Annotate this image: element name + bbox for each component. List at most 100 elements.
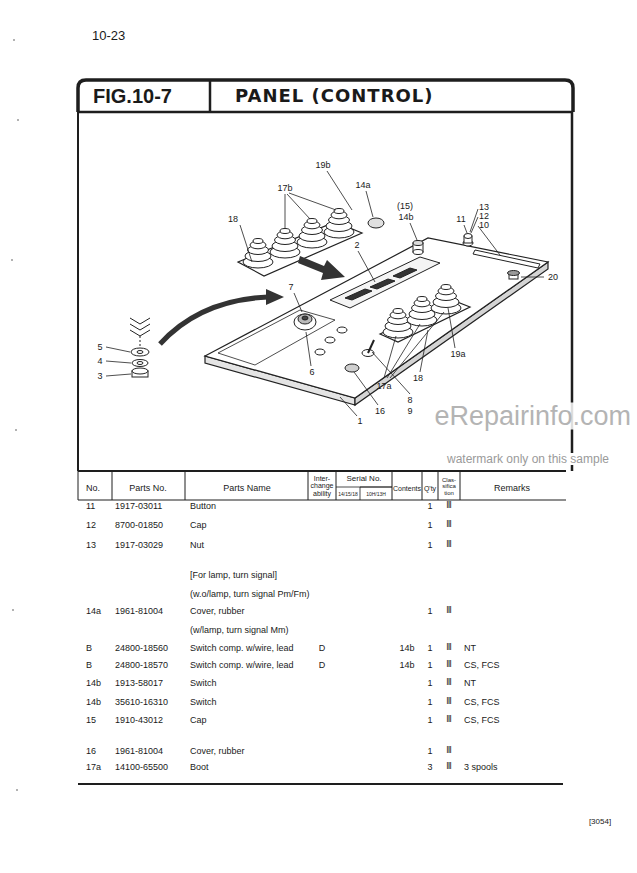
knob [294,314,316,330]
leader-lines [521,277,544,278]
table-cell: 16 [86,747,96,756]
table-cell: Switch comp. w/wire, lead [190,644,294,653]
knob [302,316,308,320]
table-rules [422,471,423,500]
boot-group-17b [243,239,273,269]
washer-stack [137,362,143,365]
table-cell: Cap [190,521,207,530]
callout-number: 12 [479,212,489,221]
knob [294,314,316,330]
table-cell: Cap [190,716,207,725]
leader-lines [289,193,336,210]
table-cell: Cover, rubber [190,607,245,616]
assembly-arrow [160,297,268,344]
column-header: Parts No. [129,484,167,493]
washer-stack [132,368,148,374]
table-cell: 15 [86,716,96,725]
table-cell: 1 [427,541,432,550]
callout-number: 9 [407,407,412,416]
switch-parts [368,218,384,228]
washer-stack [131,348,149,356]
margin-specks [15,429,17,431]
leader-lines [464,225,467,233]
assembly-arrow [298,256,345,280]
callout-number: 1 [357,417,362,426]
panel-indicators [315,327,347,355]
margin-specks [17,119,19,121]
panel-indicators [325,337,335,343]
table-cell: Ⅲ [446,541,452,549]
table-cell: CS, FCS [464,661,500,670]
table-cell: CS, FCS [464,698,500,707]
washer-stack [140,336,141,346]
table-rules [78,500,566,501]
table-cell: B [86,644,92,653]
table-rules [336,471,337,500]
boot-group-17b [270,229,300,259]
callout-number: 20 [548,273,558,282]
leader-lines [106,347,130,352]
table-cell: Ⅲ [446,698,452,706]
leader-lines [387,324,420,378]
toggle-switch [368,340,374,353]
table-cell: Button [190,502,216,511]
callout-number: 4 [97,357,102,366]
table-cell: 1917-03029 [115,541,163,550]
knob [298,314,312,324]
table-cell: 14b [86,679,101,688]
table-cell: 1 [427,747,432,756]
callout-number: 5 [97,343,102,352]
screw [508,271,520,276]
control-panel [205,238,548,405]
table-rules [360,487,361,500]
table-rules [185,471,186,500]
figure-frame [78,111,573,114]
table-cell: 3 spools [464,763,498,772]
table-cell: 13 [86,541,96,550]
table-cell: 1961-81004 [115,607,163,616]
leader-lines [471,217,478,233]
table-cell: 8700-01850 [115,521,163,530]
callout-number: (15) [397,202,413,211]
column-header: Contents [393,485,421,492]
switch-parts [413,250,423,255]
table-cell: 1 [427,607,432,616]
table-cell: 17a [86,763,101,772]
table-cell: 1910-43012 [115,716,163,725]
leader-lines [340,397,357,416]
panel-indicators [315,349,325,355]
column-header: No. [86,484,100,493]
leader-lines [366,191,373,217]
washer-stack [130,324,150,330]
leader-lines [285,194,286,228]
table-cell: CS, FCS [464,716,500,725]
callout-number: 16 [375,407,385,416]
slot-and-buttons [464,234,472,239]
toggle-switch [345,340,374,372]
leader-lines [240,225,252,262]
leader-lines [390,312,444,378]
table-cell: 1 [427,698,432,707]
page-number: 10-23 [92,29,125,42]
assembly-arrow [266,289,284,305]
display-window [393,268,417,278]
table-cell: (w.o/lamp, turn signal Pm/Fm) [190,590,310,599]
table-cell: Switch [190,679,217,688]
table-cell: Ⅲ [446,679,452,687]
table-cell: Ⅲ [446,644,452,652]
table-cell: 1913-58017 [115,679,163,688]
leader-lines [420,330,428,372]
table-cell: Switch [190,698,217,707]
table-cell: 14100-65500 [115,763,168,772]
table-rules [438,471,439,500]
table-cell: Ⅲ [446,502,452,510]
table-cell: Switch comp. w/wire, lead [190,661,294,670]
table-rules [360,487,392,488]
washer-stack [130,318,150,377]
boot-group-17b [324,209,354,239]
table-cell: Ⅲ [446,763,452,771]
margin-specks [16,789,18,791]
table-rules [308,471,309,500]
